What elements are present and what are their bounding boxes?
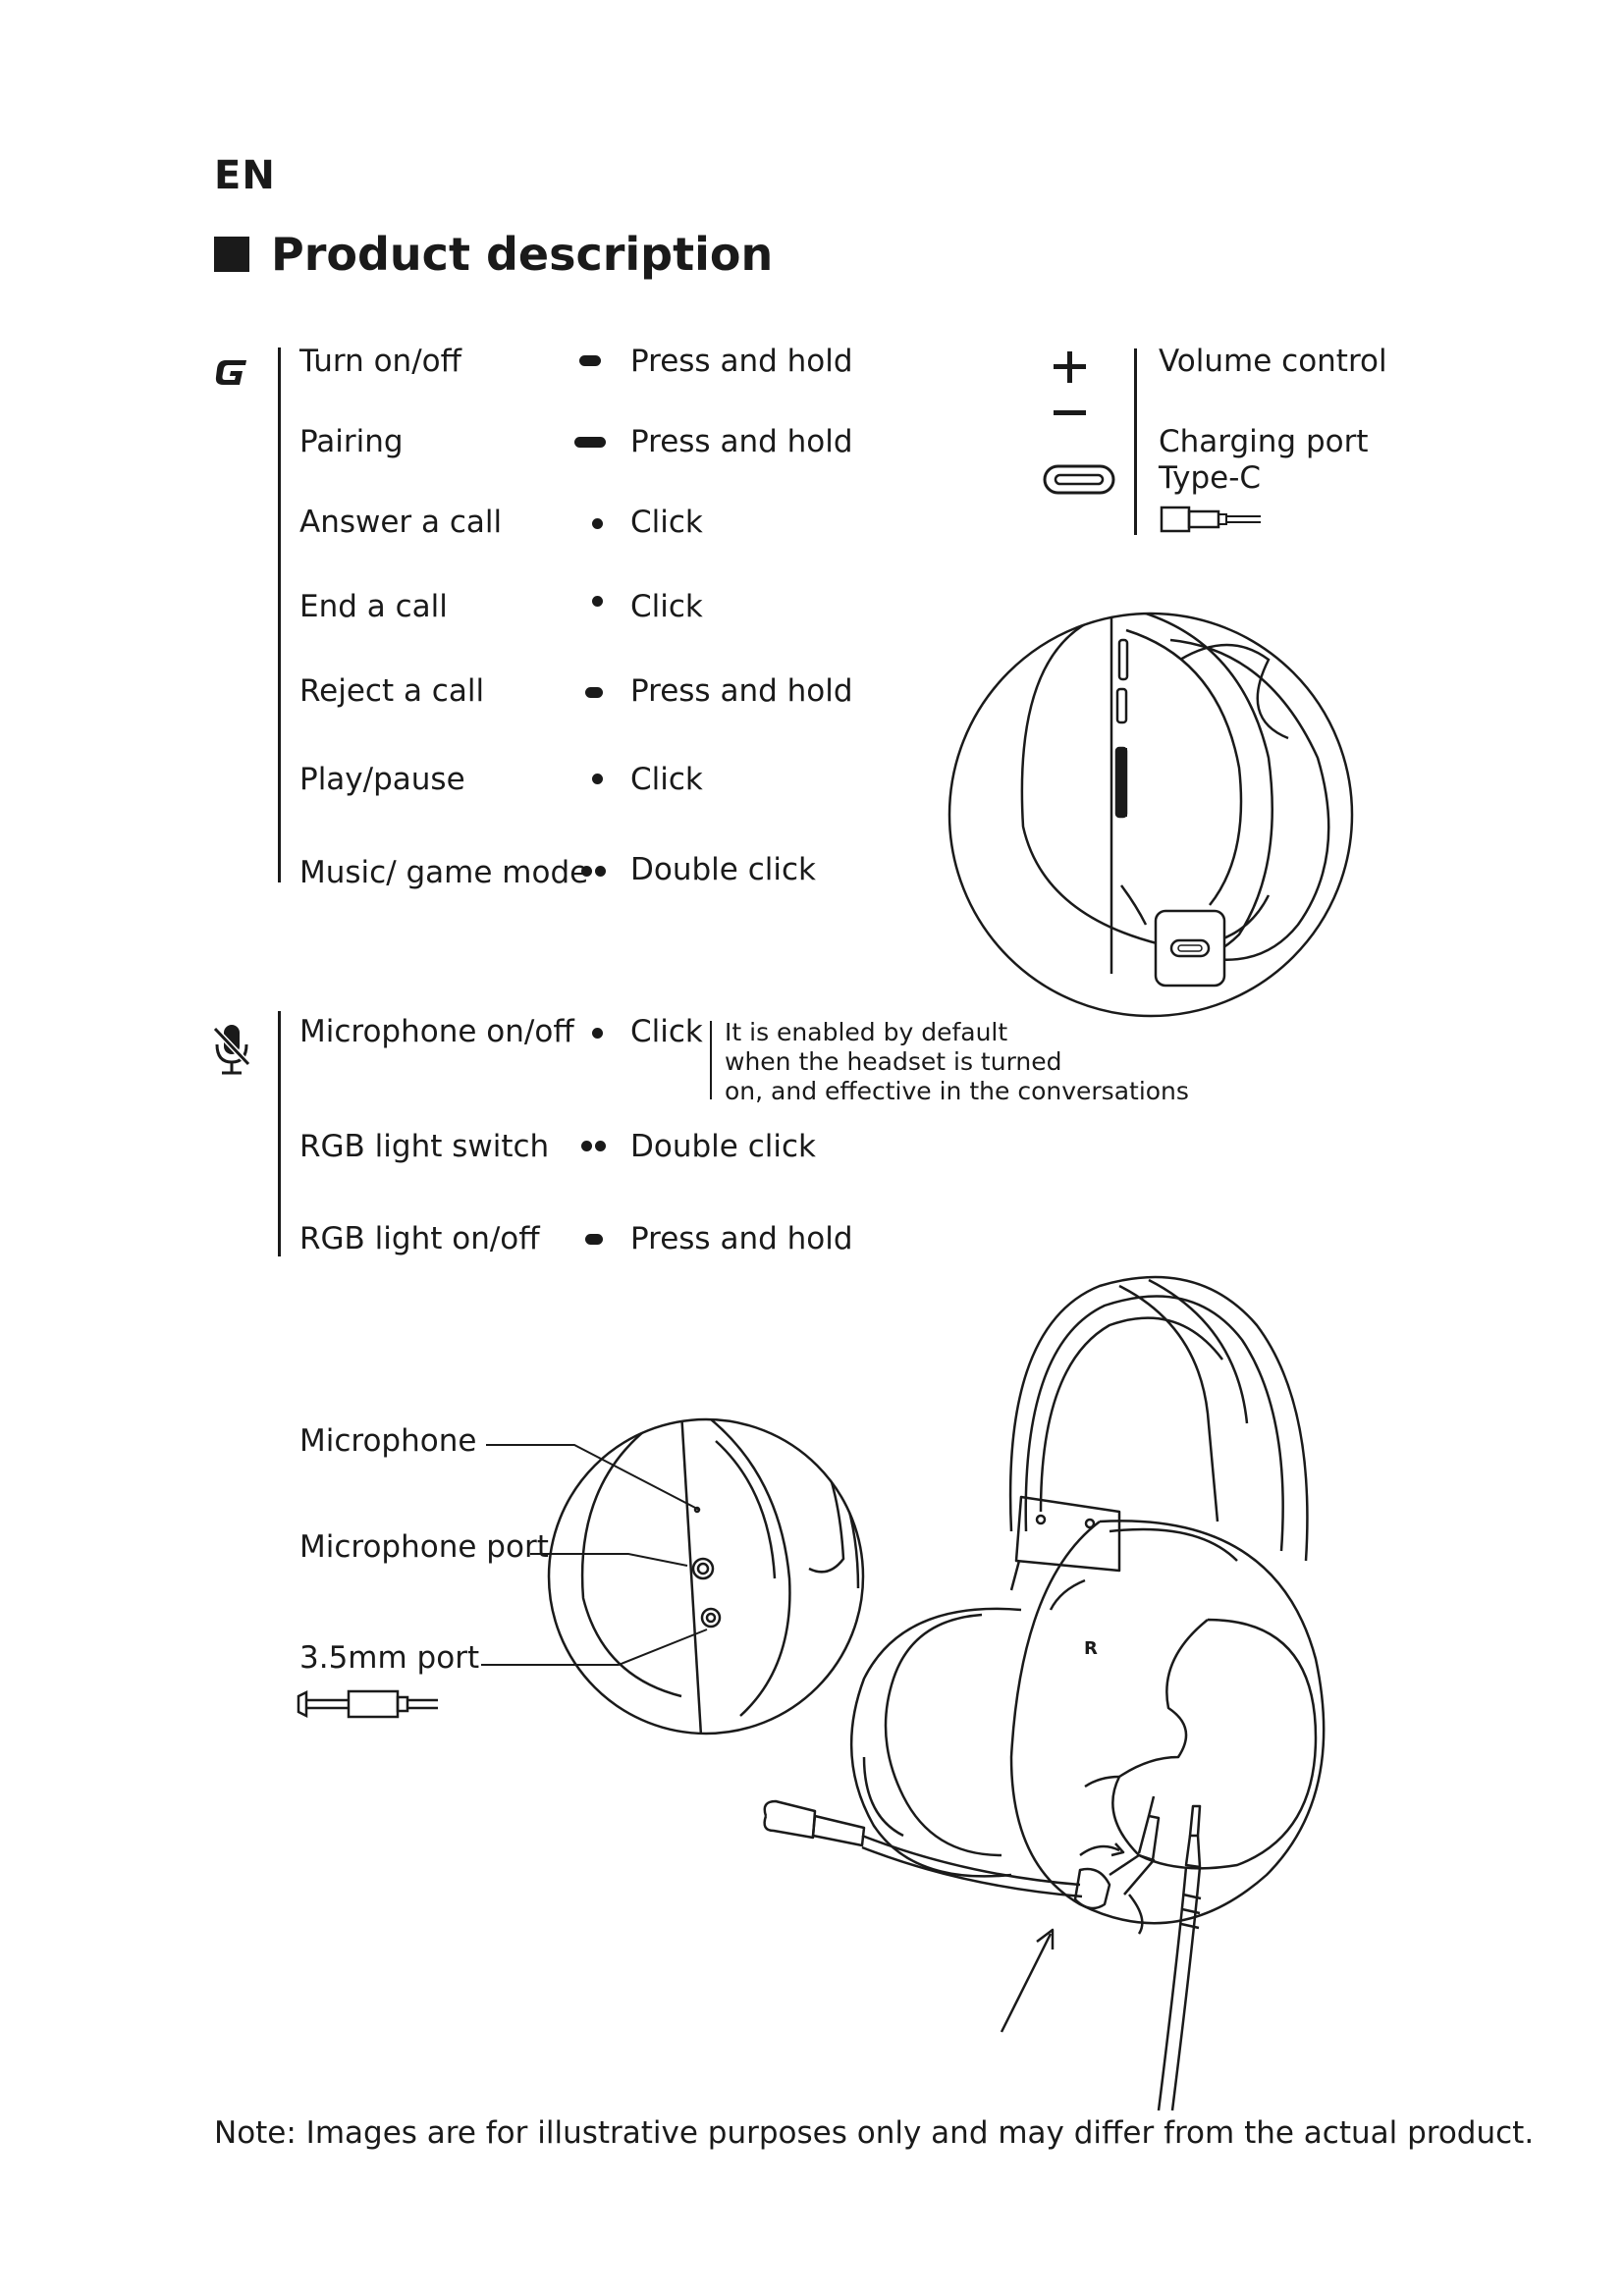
mic-note-line-2: when the headset is turned — [725, 1047, 1062, 1076]
charging-port-label: Charging port — [1159, 424, 1369, 459]
action-label: Click — [630, 1014, 703, 1049]
mic-note-line-3: on, and effective in the conversations — [725, 1077, 1189, 1105]
footer-note: Note: Images are for illustrative purpos… — [214, 2115, 1535, 2151]
mic-group-bracket — [278, 1011, 281, 1256]
action-label: Click — [630, 589, 703, 624]
usb-c-port-icon — [1043, 464, 1115, 495]
function-label: End a call — [299, 589, 448, 624]
function-label: Music/ game mode — [299, 855, 589, 890]
section-heading: Product description — [214, 228, 773, 281]
mic-mute-icon — [212, 1025, 251, 1075]
double-click-icon — [581, 866, 592, 877]
microphone-callout: Microphone — [299, 1423, 477, 1459]
volume-group-bracket — [1134, 348, 1137, 535]
function-label: Answer a call — [299, 505, 503, 540]
long-press-icon — [585, 1234, 603, 1245]
function-label: Turn on/off — [299, 344, 461, 379]
long-press-icon — [579, 355, 601, 366]
volume-plus-minus-icon — [1054, 351, 1086, 415]
mic-note-line-1: It is enabled by default — [725, 1018, 1008, 1046]
microphone-port-callout: Microphone port — [299, 1529, 549, 1565]
double-click-icon — [595, 1141, 606, 1151]
heading-square-icon — [214, 237, 249, 272]
mic-port-zoom-illustration — [547, 1417, 865, 1735]
headset-side-letter: R — [1084, 1638, 1098, 1659]
page-title: Product description — [271, 228, 774, 281]
function-label: Play/pause — [299, 762, 465, 797]
function-label: RGB light switch — [299, 1129, 550, 1164]
volume-control-label: Volume control — [1159, 344, 1387, 379]
single-click-icon — [592, 1028, 603, 1039]
usb-c-cable-icon — [1160, 506, 1261, 533]
action-label: Double click — [630, 852, 816, 887]
note-bracket — [710, 1021, 712, 1099]
action-label: Double click — [630, 1129, 816, 1164]
double-click-icon — [595, 866, 606, 877]
double-click-icon — [581, 1141, 592, 1151]
long-press-icon — [585, 687, 603, 698]
action-label: Press and hold — [630, 1221, 853, 1256]
function-label: Reject a call — [299, 673, 485, 709]
single-click-icon — [592, 596, 603, 607]
port-35mm-callout: 3.5mm port — [299, 1640, 480, 1676]
headset-illustration: R — [763, 1275, 1326, 2111]
g-button-icon — [215, 360, 246, 385]
action-label: Press and hold — [630, 344, 853, 379]
action-label: Press and hold — [630, 673, 853, 709]
earcup-buttons-zoom-illustration — [947, 612, 1354, 1018]
action-label: Click — [630, 762, 703, 797]
charging-port-type-label: Type-C — [1159, 460, 1262, 496]
function-label: RGB light on/off — [299, 1221, 540, 1256]
long-press-icon — [574, 437, 606, 448]
g-group-bracket — [278, 347, 281, 882]
action-label: Click — [630, 505, 703, 540]
function-label: Pairing — [299, 424, 404, 459]
language-code: EN — [214, 153, 276, 198]
action-label: Press and hold — [630, 424, 853, 459]
single-click-icon — [592, 774, 603, 784]
function-label: Microphone on/off — [299, 1014, 574, 1049]
single-click-icon — [592, 518, 603, 529]
audio-jack-35mm-icon — [297, 1689, 438, 1719]
